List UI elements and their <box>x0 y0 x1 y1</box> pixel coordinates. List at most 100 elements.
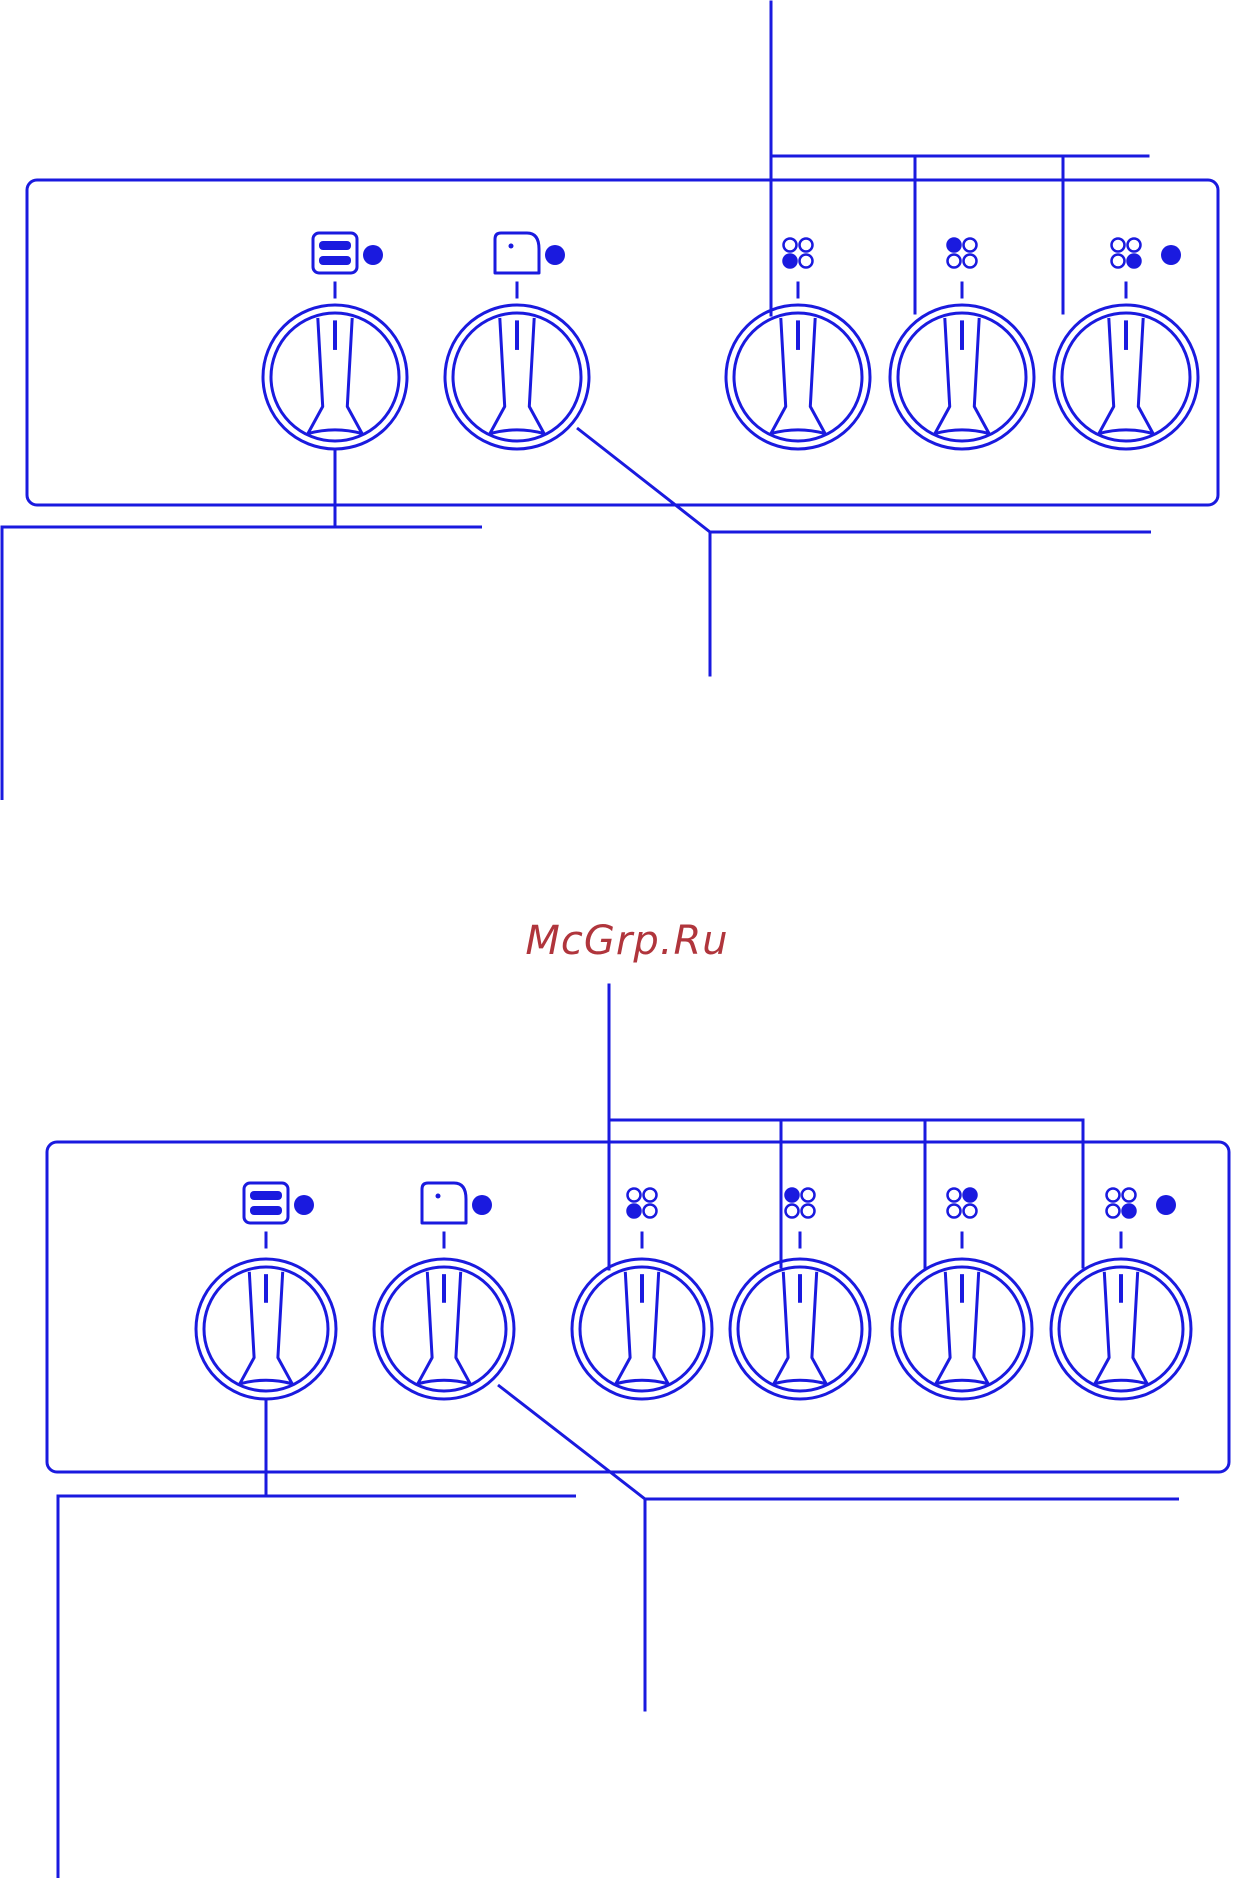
knob <box>194 1257 338 1401</box>
knob-hob-zone-5 <box>1052 237 1200 451</box>
zone-dot <box>1110 253 1126 269</box>
knob <box>888 303 1036 451</box>
zone-dot <box>946 253 962 269</box>
oven-icon-dot <box>435 1193 441 1199</box>
knob <box>724 303 872 451</box>
zone-dot-active <box>626 1203 642 1219</box>
knob-outer-ring <box>890 1257 1034 1401</box>
knob-hob-zone-5 <box>890 1187 1034 1401</box>
knob-hob-zone-4 <box>888 237 1036 451</box>
zone-dot <box>642 1203 658 1219</box>
knob-grip <box>772 1271 828 1386</box>
leader-line <box>0 525 482 800</box>
knob <box>372 1257 516 1401</box>
knob-outer-ring <box>888 303 1036 451</box>
knob <box>570 1257 714 1401</box>
zone-front-right-icon <box>1105 1187 1137 1219</box>
zone-dot <box>1121 1187 1137 1203</box>
oven-icon-outline <box>420 1181 468 1225</box>
knob-hob-zone-6 <box>1049 1187 1193 1401</box>
indicator-light <box>472 1195 492 1215</box>
zone-dot <box>962 237 978 253</box>
knob-outer-ring <box>1049 1257 1193 1401</box>
knob <box>1052 303 1200 451</box>
grill-icon <box>242 1181 290 1225</box>
knob-inner-ring <box>732 311 864 443</box>
knob-inner-ring <box>578 1265 706 1393</box>
indicator-light <box>363 245 383 265</box>
knob-grip <box>614 1271 670 1386</box>
zone-dot <box>1105 1203 1121 1219</box>
knob-oven-grill-1 <box>194 1181 338 1401</box>
zone-dot <box>800 1203 816 1219</box>
zone-dot <box>798 253 814 269</box>
zone-dot-active <box>782 253 798 269</box>
zone-dot-active <box>1126 253 1142 269</box>
zone-dot <box>800 1187 816 1203</box>
grill-icon-bar <box>319 256 351 265</box>
knob <box>890 1257 1034 1401</box>
leader-line <box>497 1383 1179 1501</box>
zone-dot <box>1105 1187 1121 1203</box>
zone-dot-active <box>962 1187 978 1203</box>
zone-dot <box>642 1187 658 1203</box>
knob-hob-zone-4 <box>728 1187 872 1401</box>
leader-lines <box>0 0 1151 800</box>
knob-inner-ring <box>380 1265 508 1393</box>
control-panel-6-knobs <box>45 983 1231 1878</box>
panel-frame <box>25 178 1220 507</box>
grill-icon-bar <box>319 241 351 250</box>
knob-oven-thermostat-2 <box>372 1181 516 1401</box>
grill-icon <box>311 231 359 275</box>
knob-inner-ring <box>898 1265 1026 1393</box>
knob-outer-ring <box>372 1257 516 1401</box>
knob <box>443 303 591 451</box>
zone-dot <box>626 1187 642 1203</box>
grill-icon-frame <box>311 231 359 275</box>
knob-inner-ring <box>451 311 583 443</box>
knob-inner-ring <box>269 311 401 443</box>
knob-grip <box>416 1271 472 1386</box>
zone-rear-left-icon <box>784 1187 816 1219</box>
leader-line <box>576 426 1151 534</box>
leader-lines <box>56 983 1179 1878</box>
leader-line <box>56 1494 576 1878</box>
knob-inner-ring <box>202 1265 330 1393</box>
knob-outer-ring <box>728 1257 872 1401</box>
knob-outer-ring <box>1052 303 1200 451</box>
knob-grip <box>934 1271 990 1386</box>
zone-dot-active <box>946 237 962 253</box>
knob-grip <box>769 317 827 436</box>
knob-grip <box>1097 317 1155 436</box>
grill-icon-frame <box>242 1181 290 1225</box>
watermark: McGrp.Ru <box>525 918 729 964</box>
knob-grip <box>1093 1271 1149 1386</box>
zone-front-right-icon <box>1110 237 1142 269</box>
zone-dot <box>782 237 798 253</box>
zone-dot <box>946 1187 962 1203</box>
indicator-light <box>1161 245 1181 265</box>
oven-icon <box>420 1181 468 1225</box>
knob-outer-ring <box>724 303 872 451</box>
knob-grip <box>306 317 364 436</box>
knob-hob-zone-3 <box>570 1187 714 1401</box>
zone-front-left-icon <box>782 237 814 269</box>
zone-rear-left-icon <box>946 237 978 269</box>
oven-icon-outline <box>493 231 541 275</box>
zone-dot <box>946 1203 962 1219</box>
knob-inner-ring <box>896 311 1028 443</box>
indicator-light <box>294 1195 314 1215</box>
knob-inner-ring <box>736 1265 864 1393</box>
zone-dot <box>798 237 814 253</box>
zone-rear-right-icon <box>946 1187 978 1219</box>
knob-outer-ring <box>443 303 591 451</box>
zone-front-left-icon <box>626 1187 658 1219</box>
zone-dot <box>962 1203 978 1219</box>
knob-grip <box>488 317 546 436</box>
oven-icon-dot <box>508 243 514 249</box>
zone-dot <box>962 253 978 269</box>
knob-grip <box>238 1271 294 1386</box>
zone-dot <box>1110 237 1126 253</box>
knob-oven-thermostat-2 <box>443 231 591 451</box>
